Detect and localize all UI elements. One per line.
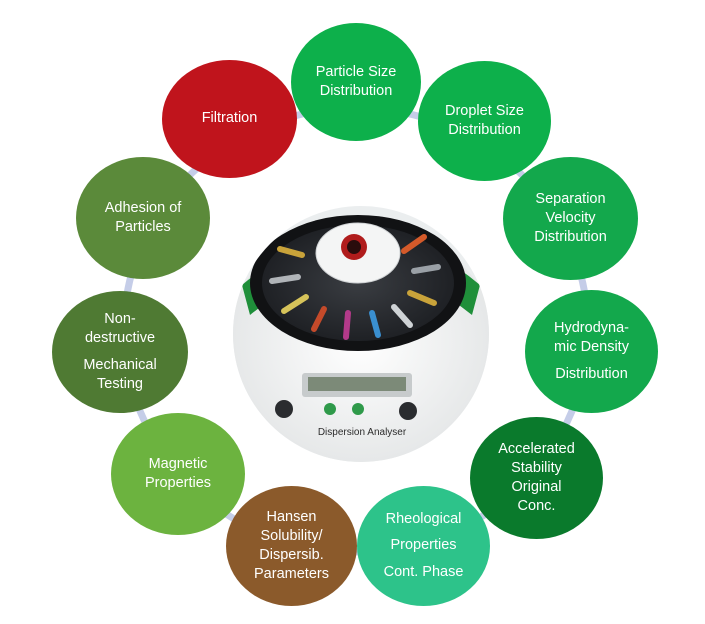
node-text: Velocity: [545, 209, 596, 226]
device-label: Dispersion Analyser: [318, 427, 407, 438]
node-separation-velocity-distribution: Separation Velocity Distribution: [503, 157, 638, 280]
node-text: Properties: [144, 475, 212, 491]
node-text: Conc.: [517, 498, 556, 515]
node-magnetic-properties: Magnetic Properties: [111, 413, 245, 535]
node-droplet-size-distribution: Droplet Size Distribution: [418, 61, 551, 181]
node-text: Separation: [535, 190, 606, 207]
node-text: Stability: [511, 459, 562, 476]
node-text: Droplet Size: [445, 102, 524, 119]
node-text: Rheological: [385, 511, 462, 528]
node-text: Solubility/: [260, 527, 323, 544]
node-text: Filtration: [201, 110, 258, 127]
node-text: Accelerated: [498, 440, 575, 457]
node-rheological-properties: Rheological Properties Cont. Phase: [357, 486, 490, 606]
node-text: Distribution: [319, 83, 393, 99]
node-text: Distribution: [555, 365, 628, 382]
node-filtration: Filtration: [162, 60, 297, 178]
node-text: Hansen: [266, 508, 317, 525]
node-text: Distribution: [448, 122, 521, 138]
node-accelerated-stability: Accelerated Stability Original Conc.: [470, 417, 603, 539]
node-text: Dispersib.: [259, 547, 324, 563]
node-text: Particles: [115, 219, 171, 235]
node-text: Parameters: [254, 566, 329, 583]
node-hydrodynamic-density-distribution: Hydrodyna- mic Density Distribution: [525, 290, 658, 413]
node-text: Particle Size: [315, 63, 397, 80]
node-text: Non-: [104, 311, 136, 328]
node-text: Distribution: [534, 229, 607, 246]
node-text: Properties: [390, 537, 457, 554]
centrifuge-photo: Dispersion Analyser: [233, 206, 489, 462]
node-text: Original: [511, 479, 562, 495]
node-text: Magnetic: [148, 455, 208, 472]
node-particle-size-distribution: Particle Size Distribution: [291, 23, 421, 141]
node-non-destructive-testing: Non- destructive Mechanical Testing: [52, 291, 188, 413]
node-text: Adhesion of: [104, 199, 182, 216]
node-adhesion-of-particles: Adhesion of Particles: [76, 157, 210, 279]
node-text: mic Density: [554, 339, 629, 356]
node-text: Testing: [97, 375, 143, 392]
node-hansen-solubility: Hansen Solubility/ Dispersib. Parameters: [226, 486, 357, 606]
node-text: destructive: [84, 330, 156, 347]
node-text: Cont. Phase: [383, 563, 464, 580]
node-text: Mechanical: [83, 356, 157, 373]
node-text: Hydrodyna-: [554, 320, 629, 337]
